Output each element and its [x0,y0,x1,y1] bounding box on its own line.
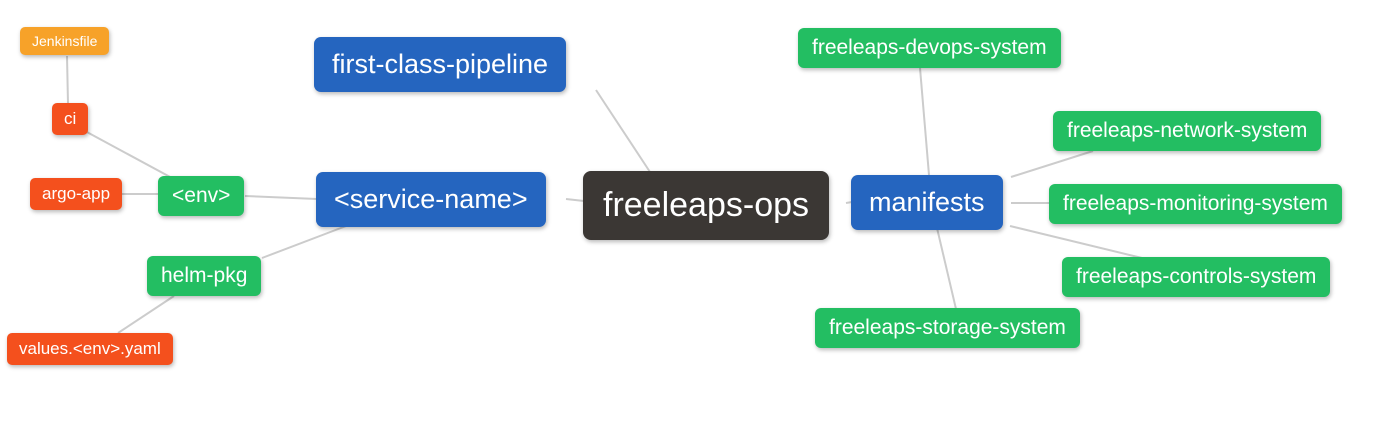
node-freeleaps-controls-system[interactable]: freeleaps-controls-system [1062,257,1331,297]
node-first-class-pipeline[interactable]: first-class-pipeline [314,37,567,92]
node-service-name[interactable]: <service-name> [316,172,546,227]
node-freeleaps-devops-system[interactable]: freeleaps-devops-system [798,28,1061,68]
edge-helm-pkg-values-env-yaml [117,295,175,334]
node-freeleaps-storage-system[interactable]: freeleaps-storage-system [815,308,1080,348]
edge-first-class-pipeline-freeleaps-ops [595,89,651,173]
edge-helm-pkg-service-name [261,222,355,259]
edge-manifests-freeleaps-controls-system [1009,225,1143,259]
node-env[interactable]: <env> [158,176,245,216]
edge-env-service-name [244,195,318,200]
edge-manifests-freeleaps-devops-system [919,67,930,176]
node-freeleaps-network-system[interactable]: freeleaps-network-system [1053,111,1322,151]
node-values-env-yaml[interactable]: values.<env>.yaml [7,333,173,365]
node-ci[interactable]: ci [52,103,89,135]
node-freeleaps-ops[interactable]: freeleaps-ops [583,171,830,240]
node-freeleaps-monitoring-system[interactable]: freeleaps-monitoring-system [1049,184,1342,224]
node-jenkinsfile[interactable]: Jenkinsfile [20,27,110,55]
node-argo-app[interactable]: argo-app [30,178,123,210]
edge-service-name-freeleaps-ops [565,198,585,202]
edge-manifests-freeleaps-network-system [1010,150,1094,178]
edge-jenkinsfile-ci [66,55,69,105]
edge-manifests-freeleaps-storage-system [936,227,957,310]
node-helm-pkg[interactable]: helm-pkg [147,256,262,296]
node-manifests[interactable]: manifests [851,175,1003,230]
edge-ci-env [84,130,173,179]
